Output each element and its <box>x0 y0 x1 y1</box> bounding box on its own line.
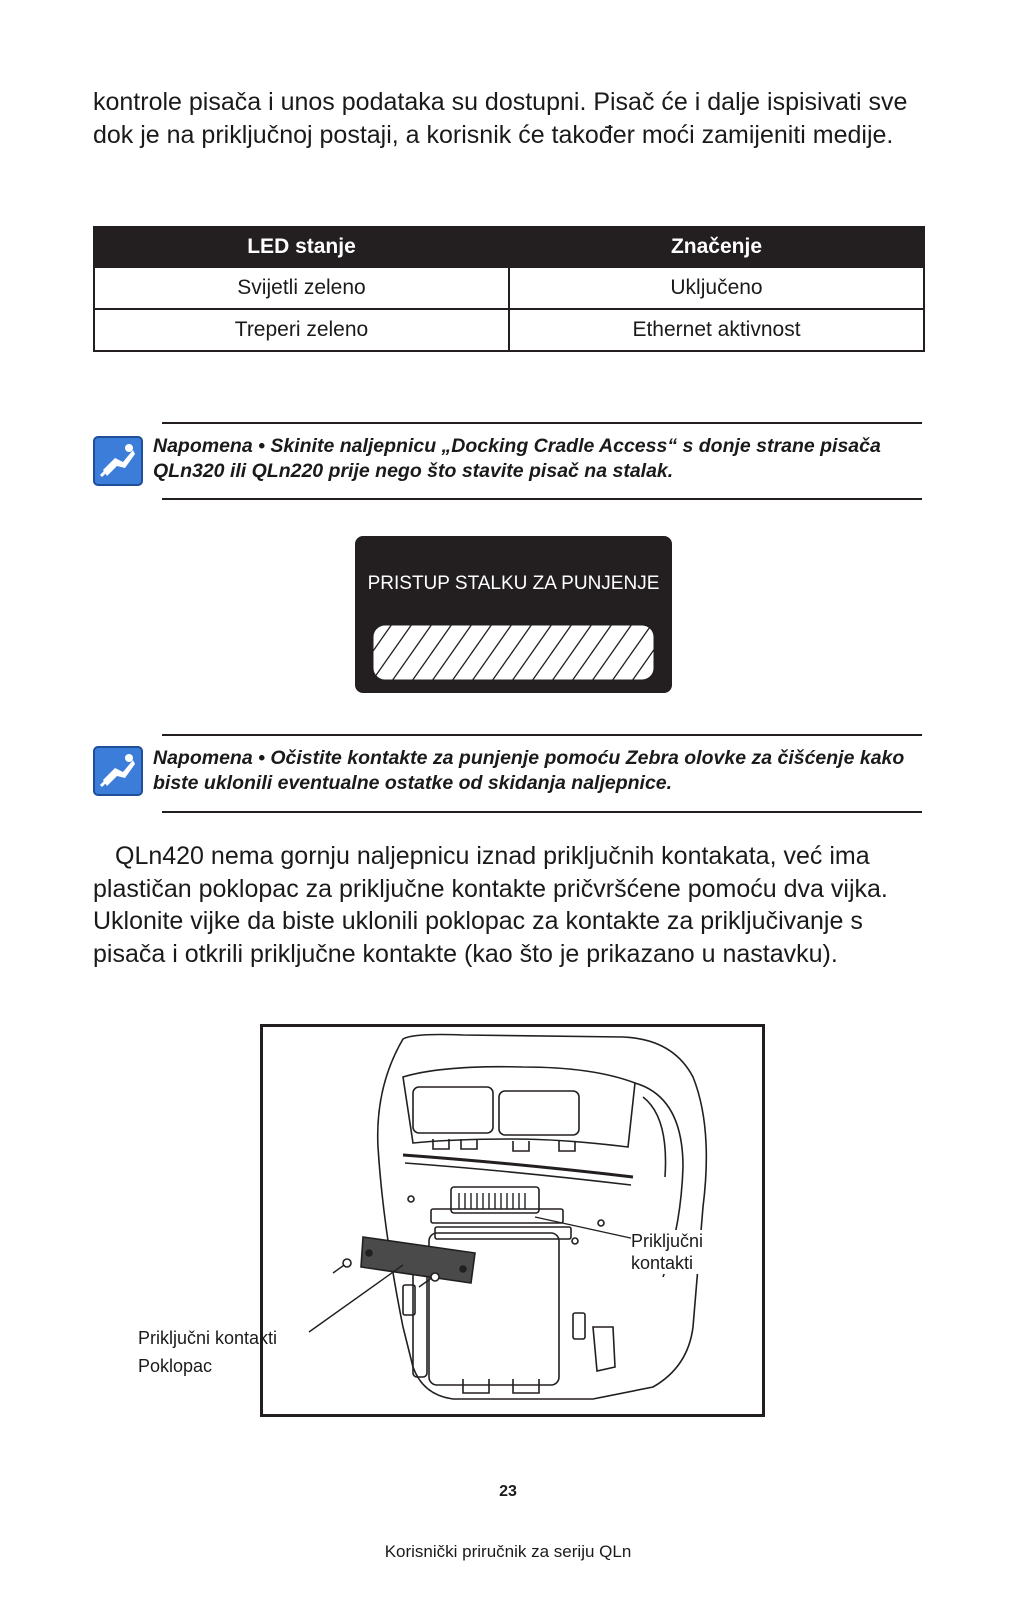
note-text: Napomena • Skinite naljepnicu „Docking C… <box>153 435 881 482</box>
note-hand-icon <box>93 746 143 796</box>
callout-contacts-cover-line1: Priključni kontakti <box>138 1328 278 1348</box>
table-cell: Treperi zeleno <box>93 308 510 352</box>
callout-contacts: Priključni kontakti <box>631 1230 762 1274</box>
table-row: Svijetli zeleno Uključeno <box>93 266 925 310</box>
table-cell: Uključeno <box>508 266 925 310</box>
body-paragraph: QLn420 nema gornju naljepnicu iznad prik… <box>93 840 933 970</box>
table-header-row: LED stanje Značenje <box>93 226 925 268</box>
column-header-meaning: Značenje <box>508 226 925 268</box>
led-status-table: LED stanje Značenje Svijetli zeleno Uklj… <box>93 226 925 352</box>
printer-illustration <box>308 1033 708 1400</box>
page-footer: Korisnički priručnik za seriju QLn <box>384 1542 632 1561</box>
table-cell: Svijetli zeleno <box>93 266 510 310</box>
note-divider-top <box>162 734 922 736</box>
note-text: Napomena • Očistite kontakte za punjenje… <box>153 747 905 794</box>
note-divider-top <box>162 422 922 424</box>
page-number: 23 <box>499 1483 517 1500</box>
body-paragraph-text: QLn420 nema gornju naljepnicu iznad prik… <box>93 842 888 968</box>
docking-cradle-access-sticker: PRISTUP STALKU ZA PUNJENJE <box>355 536 672 693</box>
note-divider-bottom <box>162 811 922 813</box>
intro-text: kontrole pisača i unos podataka su dostu… <box>93 88 908 149</box>
column-header-led-state: LED stanje <box>93 226 510 268</box>
printer-bottom-figure: Priključni kontakti Priključni kontakti … <box>138 1024 765 1417</box>
table-cell: Ethernet aktivnost <box>508 308 925 352</box>
hatched-area-icon <box>372 624 655 681</box>
sticker-label: PRISTUP STALKU ZA PUNJENJE <box>367 573 660 594</box>
note-divider-bottom <box>162 498 922 500</box>
table-row: Treperi zeleno Ethernet aktivnost <box>93 308 925 352</box>
callout-contacts-cover-line2: Poklopac <box>138 1356 213 1376</box>
note-hand-icon <box>93 436 143 486</box>
